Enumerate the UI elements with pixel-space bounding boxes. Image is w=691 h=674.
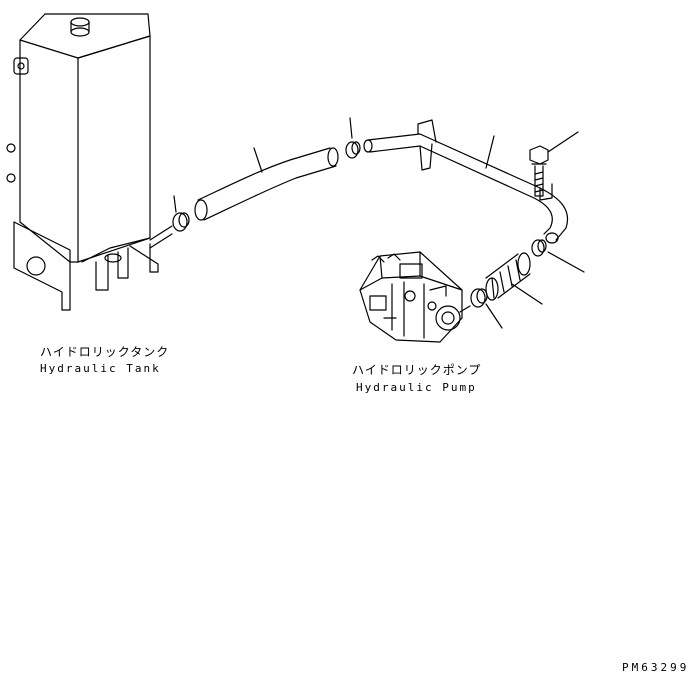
suction-hose-1 — [194, 147, 339, 221]
hose-clamp-2 — [345, 117, 361, 159]
hose-clamp-1 — [172, 195, 190, 232]
hydraulic-pump — [359, 251, 471, 343]
mounting-bolt — [529, 131, 579, 197]
hydraulic-tank — [6, 13, 173, 311]
drawing-code: PM63299 — [622, 661, 690, 674]
suction-pipe — [363, 119, 569, 244]
hose-clamp-4 — [470, 288, 503, 329]
hose-clamp-3 — [531, 239, 585, 273]
hydraulic-pump-label-jp: ハイドロリックポンプ — [352, 363, 482, 377]
hydraulic-tank-label-jp: ハイドロリックタンク — [40, 345, 170, 359]
hydraulic-tank-label-en: Hydraulic Tank — [40, 362, 161, 375]
hydraulic-pump-label-en: Hydraulic Pump — [356, 381, 477, 394]
suction-hose-2 — [485, 252, 543, 305]
